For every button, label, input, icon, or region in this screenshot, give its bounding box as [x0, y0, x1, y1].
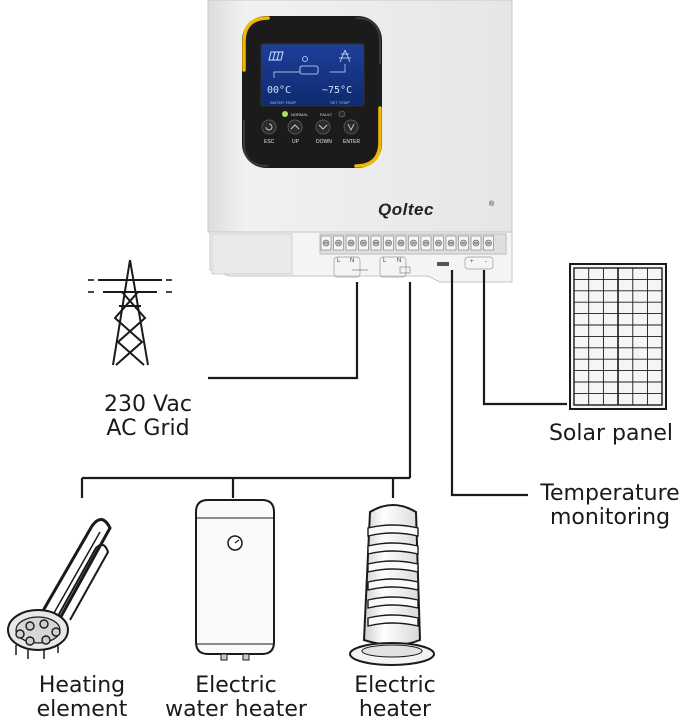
- wiring: [80, 270, 567, 498]
- power-tower-icon: [88, 259, 172, 366]
- terminal-screw: [483, 235, 494, 251]
- normal-label: NORMAL: [291, 112, 309, 117]
- heating-element-label: Heating element: [12, 674, 152, 722]
- lcd-screen: [260, 43, 365, 107]
- heater-slat: [367, 524, 419, 537]
- heater-slat: [367, 542, 419, 555]
- fault-led: [338, 110, 346, 118]
- terminal-screw: [395, 235, 407, 251]
- set-temp-readout: ~75°C: [322, 85, 352, 96]
- grid-wire: [208, 282, 359, 380]
- terminal-mark-plus: +: [470, 259, 474, 265]
- terminal-mark-minus: -: [485, 259, 487, 265]
- controller-device: L N L N + - 00°C ~75°C WA: [207, 0, 513, 283]
- temperature-label-line1: Temperature: [540, 481, 680, 506]
- terminal-mark-l1: L: [337, 258, 341, 264]
- terminal-screw: [333, 235, 344, 251]
- load-bus: [80, 476, 410, 498]
- set-temp-label: SET TEMP: [330, 100, 350, 105]
- registered-mark: ®: [489, 200, 495, 208]
- accent-right: [354, 106, 382, 168]
- solar-panel-icon: [268, 51, 284, 61]
- terminal-screw: [433, 235, 444, 251]
- solar-label: Solar panel: [540, 422, 682, 446]
- terminal-screw: [345, 235, 357, 251]
- water-temp-readout: 00°C: [267, 85, 291, 96]
- esc-button[interactable]: ESC: [261, 119, 277, 145]
- water-heater-line2: water heater: [165, 697, 307, 722]
- water-heater-label: Electric water heater: [155, 674, 317, 722]
- heater-slat: [367, 614, 419, 627]
- tower-icon-lcd: [339, 49, 351, 63]
- temperature-label: Temperature monitoring: [530, 482, 689, 530]
- terminal-screw: [420, 235, 432, 251]
- heating-element-line1: Heating: [38, 673, 126, 698]
- terminal-mark-n2: N: [397, 258, 401, 264]
- esc-label: ESC: [264, 139, 275, 145]
- grid-label-line1: 230 Vac: [104, 392, 192, 417]
- temperature-label-line2: monitoring: [549, 505, 671, 530]
- terminal-mark-l2: L: [383, 258, 387, 264]
- heating-element-line2: element: [36, 697, 128, 722]
- terminal-screw: [408, 235, 419, 251]
- heater-slat: [367, 578, 419, 591]
- terminal-block: [320, 235, 494, 251]
- terminal-marks: L N L N + -: [337, 258, 487, 265]
- solar-wire: [482, 270, 567, 406]
- accent-left: [242, 16, 270, 72]
- up-label: UP: [292, 139, 300, 145]
- water-heater-line1: Electric: [195, 673, 277, 698]
- terminal-mark-n1: N: [350, 258, 354, 264]
- water-temp-label: WATER TEMP: [270, 100, 296, 105]
- heater-slat: [367, 596, 419, 609]
- solar-panel-icon: [569, 263, 667, 410]
- electric-heater-line1: Electric: [354, 673, 436, 698]
- up-button[interactable]: UP: [287, 119, 303, 145]
- terminal-screw: [470, 235, 482, 251]
- terminal-screw: [458, 235, 469, 251]
- electric-heater-label: Electric heater: [330, 674, 460, 722]
- normal-led: [282, 111, 288, 117]
- enter-button[interactable]: ENTER: [343, 119, 360, 145]
- down-label: DOWN: [316, 139, 332, 145]
- terminal-screw: [445, 235, 457, 251]
- water-heater-icon: [195, 499, 275, 661]
- electric-heater-icon: [349, 504, 435, 666]
- terminal-screw: [320, 235, 332, 251]
- solar-label-text: Solar panel: [548, 421, 674, 446]
- fault-label: FAULT: [320, 112, 333, 117]
- electric-heater-line2: heater: [358, 697, 432, 722]
- heating-element-icon: [7, 518, 112, 659]
- terminal-screw: [358, 235, 369, 251]
- heater-slat: [367, 560, 419, 573]
- brand-logo: Qoltec: [378, 200, 434, 219]
- grid-label-line2: AC Grid: [106, 416, 190, 441]
- down-button[interactable]: DOWN: [315, 119, 332, 145]
- terminal-screw: [370, 235, 382, 251]
- sensor-wire: [450, 270, 528, 497]
- enter-label: ENTER: [343, 139, 360, 145]
- grid-label: 230 Vac AC Grid: [88, 393, 208, 441]
- terminal-screw: [383, 235, 394, 251]
